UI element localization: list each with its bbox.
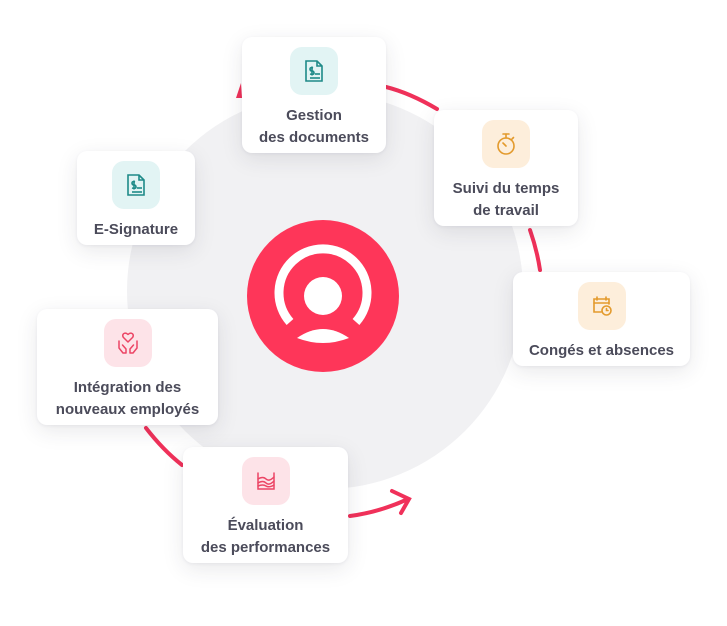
icon-tile [241,457,290,505]
user-profile-icon [274,244,372,343]
module-card-conges-absences[interactable]: Congés et absences [513,272,690,366]
arrowhead-top-left [236,83,242,98]
central-hub [247,220,399,372]
module-label: Évaluation des performances [200,517,331,556]
module-card-e-signature[interactable]: E-Signature [77,151,195,245]
module-label: E-Signature [93,221,179,238]
module-card-gestion-documents[interactable]: Gestion des documents [242,37,386,153]
arrow-segment-bottom [348,497,410,518]
icon-tile [112,161,160,209]
icon-tile [482,120,530,168]
icon-tile [103,319,152,367]
document-dollar-icon [127,174,145,196]
module-card-suivi-temps[interactable]: Suivi du temps de travail [434,110,578,226]
area-chart-icon [256,472,275,490]
icon-tile [290,47,338,95]
module-label: Congés et absences [528,342,675,359]
calendar-clock-icon [592,296,612,316]
icon-tile [577,282,626,330]
module-label: Gestion des documents [258,107,370,146]
document-dollar-icon [305,60,323,82]
module-card-evaluation-performances[interactable]: Évaluation des performances [183,447,348,563]
module-card-integration-employes[interactable]: Intégration des nouveaux employés [37,309,218,425]
arrow-segment-right [528,228,542,272]
module-label: Suivi du temps de travail [452,180,560,219]
arrow-segment-top [384,85,439,111]
module-label: Intégration des nouveaux employés [55,379,200,418]
arrowhead-bottom [390,489,412,515]
stopwatch-icon [497,133,515,155]
arrow-segment-bottom-left [144,426,184,467]
heart-hands-icon [117,332,138,354]
